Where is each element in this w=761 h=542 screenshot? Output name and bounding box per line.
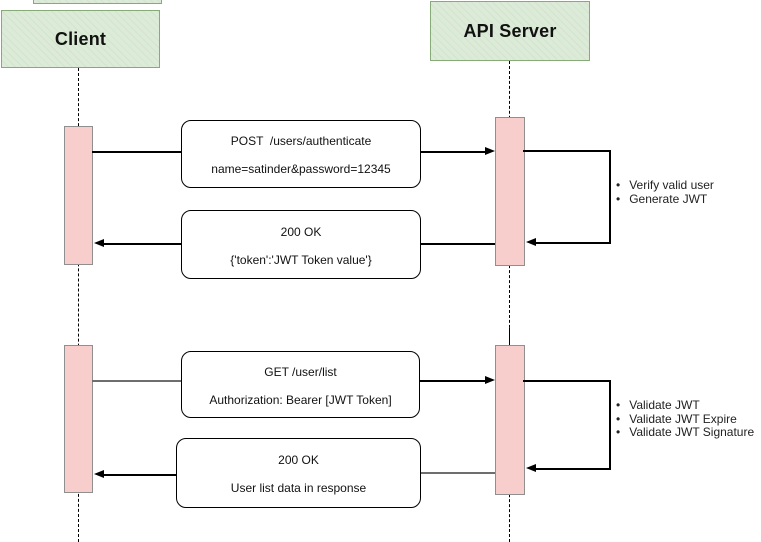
actor-box-api-server: API Server [430, 1, 590, 61]
message-line: {'token':'JWT Token value'} [230, 252, 372, 267]
annotation-item: Validate JWT [616, 398, 754, 413]
self-loop1-top-line [523, 150, 610, 152]
message-box-200-token: 200 OK {'token':'JWT Token value'} [181, 210, 421, 279]
response2-line-left [104, 474, 176, 476]
client-lifeline [78, 68, 79, 542]
message-box-get-user-list: GET /user/list Authorization: Bearer [JW… [181, 351, 420, 418]
request1-line-right [420, 151, 487, 153]
server-actions-annotation-2: Validate JWT Validate JWT Expire Validat… [616, 398, 754, 440]
response1-line-left [104, 243, 181, 245]
arrowhead-left-icon [94, 470, 104, 478]
request2-line-right [419, 380, 487, 382]
arrowhead-left-icon [526, 238, 536, 246]
client-activation-bar-2 [64, 345, 93, 493]
arrowhead-right-icon [485, 376, 495, 384]
self-loop2-top-line [523, 380, 610, 382]
arrowhead-right-icon [485, 147, 495, 155]
response2-line-right [420, 472, 495, 474]
actor-box-client: Client [1, 10, 160, 68]
message-box-post-authenticate: POST /users/authenticate name=satinder&p… [181, 120, 421, 188]
message-line: GET /user/list [264, 364, 337, 379]
message-line: 200 OK [280, 224, 322, 239]
clipped-actor-box [33, 0, 162, 4]
client-activation-bar-1 [64, 126, 93, 265]
self-loop2-bottom-line [536, 468, 610, 470]
message-line: POST /users/authenticate [230, 134, 372, 148]
api-server-lifeline-solid-segment [509, 328, 510, 345]
message-line: 200 OK [278, 453, 319, 467]
actor-label-client: Client [54, 28, 107, 49]
annotation-item: Validate JWT Expire [616, 412, 754, 427]
self-loop1-vertical-line [609, 150, 611, 244]
self-loop2-vertical-line [609, 380, 611, 470]
request1-line-left [92, 151, 181, 153]
response1-line-right [421, 243, 495, 245]
message-box-200-user-list: 200 OK User list data in response [176, 438, 421, 508]
message-line: User list data in response [230, 481, 367, 495]
actor-label-api-server: API Server [463, 20, 557, 41]
server-actions-annotation-1: Verify valid user Generate JWT [616, 178, 714, 207]
annotation-item: Validate JWT Signature [616, 425, 754, 440]
message-line: name=satinder&password=12345 [211, 162, 391, 176]
message-line: Authorization: Bearer [JWT Token] [209, 392, 392, 407]
api-server-lifeline [509, 61, 510, 542]
api-server-activation-bar-2 [495, 345, 525, 495]
annotation-item: Generate JWT [616, 192, 714, 207]
api-server-activation-bar-1 [495, 117, 525, 266]
self-loop1-bottom-line [536, 242, 610, 244]
request2-line-left [92, 380, 181, 382]
annotation-item: Verify valid user [616, 178, 714, 193]
arrowhead-left-icon [526, 464, 536, 472]
arrowhead-left-icon [94, 239, 104, 247]
